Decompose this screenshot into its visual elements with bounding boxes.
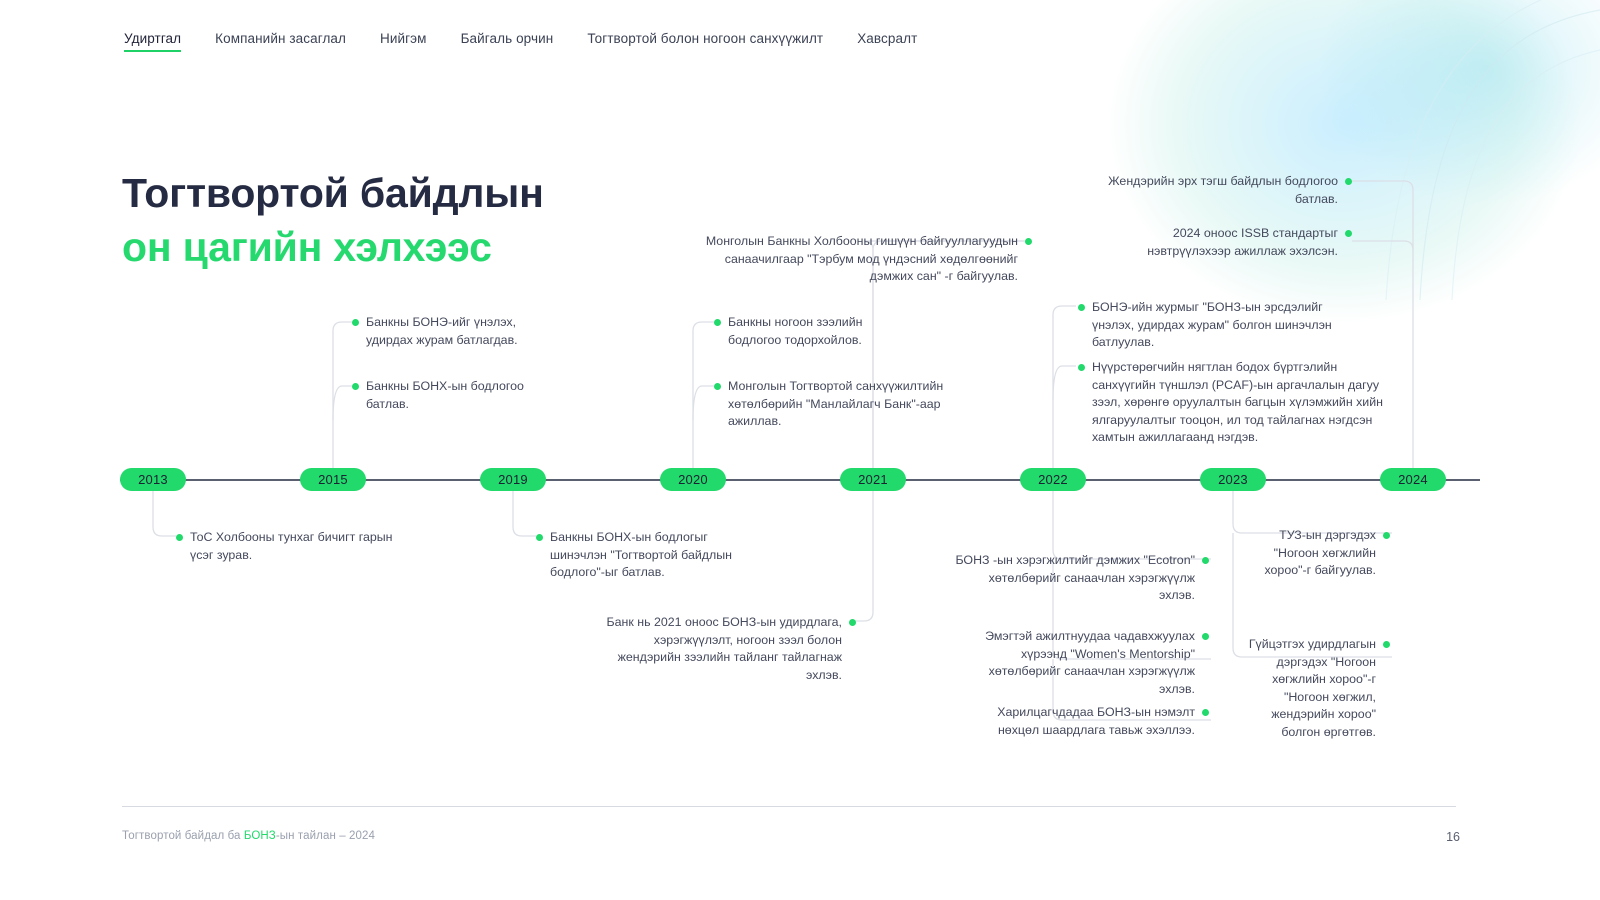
footer-text-part-2: -ын тайлан – 2024 [275, 830, 375, 842]
page-title: Тогтвортой байдлын он цагийн хэлхээс [122, 166, 544, 274]
timeline-event-text: Банк нь 2021 оноос БОНЗ-ын удирдлага, хэ… [606, 615, 842, 682]
page-title-line-2: он цагийн хэлхээс [122, 224, 492, 271]
timeline-event-2023-below-b: Гүйцэтгэх удирдлагын дэргэдэх "Ногоон хө… [1246, 636, 1390, 742]
timeline-year-2019[interactable]: 2019 [480, 468, 546, 491]
timeline-event-2020-b: Монголын Тогтвортой санхүүжилтийн хөтөлб… [714, 378, 950, 431]
timeline-event-text: БОНЗ -ын хэрэгжилтийг дэмжих "Ecotron" х… [955, 553, 1195, 603]
timeline-event-2022-a: БОНЭ-ийн журмыг "БОНЗ-ын эрсдэлийг үнэлэ… [1078, 299, 1346, 352]
timeline-year-2013[interactable]: 2013 [120, 468, 186, 491]
bullet-dot-icon [176, 534, 183, 541]
timeline-event-2022-b: Нүүрстөрөгчийн нягтлан бодох бүртгэлийн … [1078, 359, 1384, 447]
footer-text: Тогтвортой байдал ба БОНЗ-ын тайлан – 20… [122, 830, 375, 842]
nav-item-togtvortoi-nogoon-sankhuuzhilt[interactable]: Тогтвортой болон ногоон санхүүжилт [587, 31, 824, 46]
bullet-dot-icon [1025, 238, 1032, 245]
timeline-year-2021[interactable]: 2021 [840, 468, 906, 491]
bullet-dot-icon [714, 383, 721, 390]
timeline-axis [120, 479, 1480, 481]
timeline-year-2022[interactable]: 2022 [1020, 468, 1086, 491]
timeline-event-2015-b: Банкны БОНХ-ын бодлогоо батлав. [352, 378, 551, 413]
timeline-event-2021-above: Монголын Банкны Холбооны гишүүн байгуулл… [700, 233, 1032, 286]
timeline-event-2020-a: Банкны ногоон зээлийн бодлогоо тодорхойл… [714, 314, 908, 349]
timeline-year-2020[interactable]: 2020 [660, 468, 726, 491]
timeline-year-2023[interactable]: 2023 [1200, 468, 1266, 491]
bullet-dot-icon [1078, 364, 1085, 371]
timeline-event-2023-below-a: ТУЗ-ын дэргэдэх "Ногоон хөгжлийн хороо"-… [1246, 527, 1390, 580]
timeline-event-text: Харилцагчдадаа БОНЗ-ын нэмэлт нөхцөл шаа… [997, 705, 1195, 737]
bullet-dot-icon [1383, 532, 1390, 539]
timeline-event-text: Банкны БОНЭ-ийг үнэлэх, удирдах журам ба… [366, 315, 518, 347]
timeline-event-text: Монголын Банкны Холбооны гишүүн байгуулл… [705, 234, 1018, 284]
nav-item-baigal-orchin[interactable]: Байгаль орчин [460, 31, 554, 46]
timeline-event-2019-below: Банкны БОНХ-ын бодлогыг шинэчлэн "Тогтво… [536, 529, 750, 582]
nav-item-niigem[interactable]: Нийгэм [380, 31, 427, 46]
bullet-dot-icon [1345, 230, 1352, 237]
bullet-dot-icon [849, 619, 856, 626]
bullet-dot-icon [714, 319, 721, 326]
timeline-event-2024-b: 2024 оноос ISSB стандартыг нэвтрүүлэхээр… [1100, 225, 1352, 260]
timeline-event-text: БОНЭ-ийн журмыг "БОНЗ-ын эрсдэлийг үнэлэ… [1092, 300, 1332, 350]
nav-item-kompaniin-zasaglal[interactable]: Компанийн засаглал [215, 31, 347, 46]
timeline-event-text: Банкны БОНХ-ын бодлогыг шинэчлэн "Тогтво… [550, 530, 732, 580]
timeline-event-2022-below-a: БОНЗ -ын хэрэгжилтийг дэмжих "Ecotron" х… [955, 552, 1209, 605]
bullet-dot-icon [1202, 709, 1209, 716]
timeline-event-text: ТоС Холбооны тунхаг бичигт гарын үсэг зу… [190, 530, 393, 562]
timeline-year-2015[interactable]: 2015 [300, 468, 366, 491]
footer-text-highlight: БОНЗ [243, 830, 276, 842]
timeline-year-2024[interactable]: 2024 [1380, 468, 1446, 491]
bullet-dot-icon [352, 383, 359, 390]
nav-item-khavsralt[interactable]: Хавсралт [857, 31, 918, 46]
timeline-event-text: ТУЗ-ын дэргэдэх "Ногоон хөгжлийн хороо"-… [1264, 528, 1376, 578]
timeline-event-2022-below-b: Эмэгтэй ажилтнуудаа чадавхжуулах хүрээнд… [955, 628, 1209, 698]
top-navigation[interactable]: Удиртгал Компанийн засаглал Нийгэм Байга… [124, 31, 951, 52]
timeline-event-text: 2024 оноос ISSB стандартыг нэвтрүүлэхээр… [1147, 226, 1338, 258]
timeline-event-text: Банкны ногоон зээлийн бодлогоо тодорхойл… [728, 315, 863, 347]
timeline-event-text: Банкны БОНХ-ын бодлогоо батлав. [366, 379, 524, 411]
timeline-event-2021-below: Банк нь 2021 оноос БОНЗ-ын удирдлага, хэ… [596, 614, 856, 684]
timeline-event-text: Гүйцэтгэх удирдлагын дэргэдэх "Ногоон хө… [1248, 637, 1376, 740]
timeline-event-2013-below: ТоС Холбооны тунхаг бичигт гарын үсэг зу… [176, 529, 400, 564]
timeline-event-text: Нүүрстөрөгчийн нягтлан бодох бүртгэлийн … [1092, 360, 1383, 445]
bullet-dot-icon [1383, 641, 1390, 648]
nav-item-udirtgal[interactable]: Удиртгал [124, 31, 182, 52]
bullet-dot-icon [352, 319, 359, 326]
bullet-dot-icon [1202, 633, 1209, 640]
bullet-dot-icon [1078, 304, 1085, 311]
bullet-dot-icon [1345, 178, 1352, 185]
footer-text-part-1: Тогтвортой байдал ба [122, 830, 244, 842]
timeline-event-2015-a: Банкны БОНЭ-ийг үнэлэх, удирдах журам ба… [352, 314, 546, 349]
timeline-event-2022-below-c: Харилцагчдадаа БОНЗ-ын нэмэлт нөхцөл шаа… [955, 704, 1209, 739]
bullet-dot-icon [1202, 557, 1209, 564]
timeline-event-2024-a: Жендэрийн эрх тэгш байдлын бодлогоо батл… [1100, 173, 1352, 208]
bullet-dot-icon [536, 534, 543, 541]
timeline-event-text: Монголын Тогтвортой санхүүжилтийн хөтөлб… [728, 379, 944, 429]
page-title-line-1: Тогтвортой байдлын [122, 170, 544, 216]
page-number: 16 [1446, 830, 1460, 844]
footer-divider [122, 806, 1456, 807]
timeline-event-text: Эмэгтэй ажилтнуудаа чадавхжуулах хүрээнд… [985, 629, 1195, 696]
timeline-event-text: Жендэрийн эрх тэгш байдлын бодлогоо батл… [1108, 174, 1338, 206]
